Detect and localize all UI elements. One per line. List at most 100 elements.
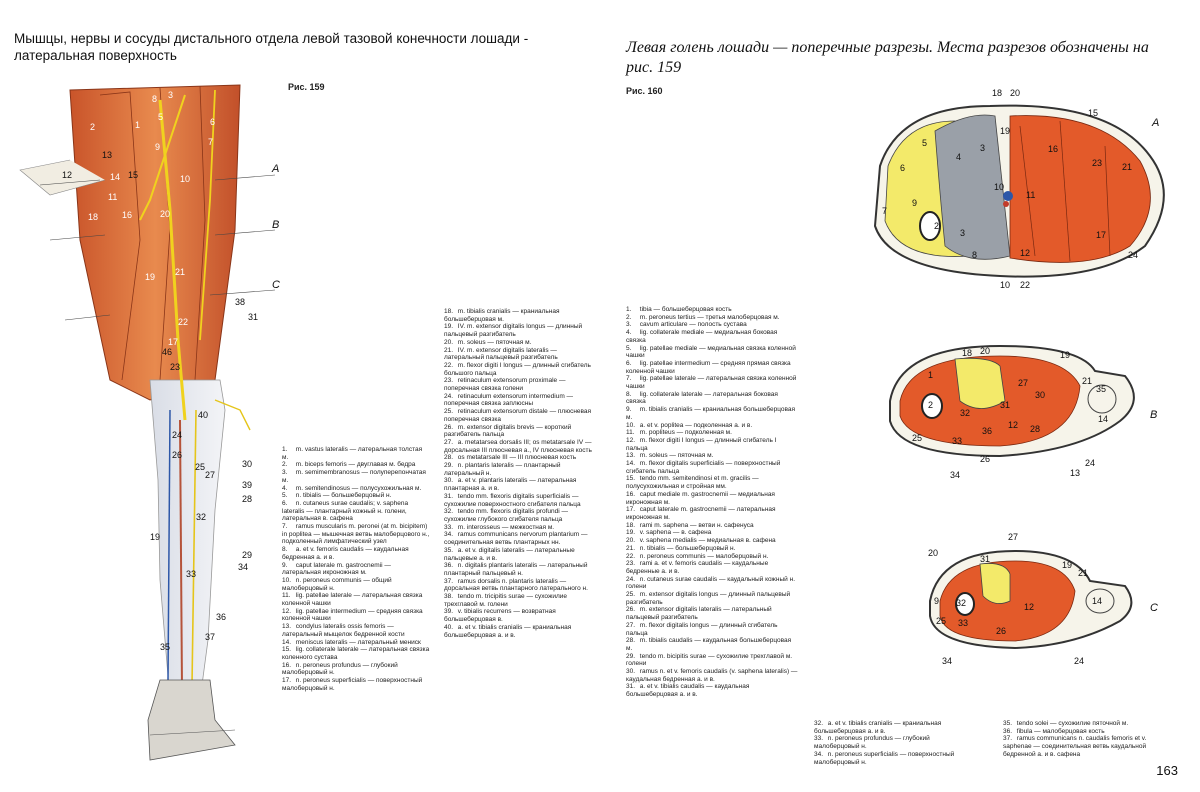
legend-item: 35. tendo solei — сухожилие пяточной м. (1003, 720, 1173, 728)
legend-item: 23. retinaculum extensorum proximale — п… (444, 377, 596, 392)
legend-item-text: ramus communicans nervorum plantarium — … (444, 531, 588, 546)
figure-number-label: 32 (196, 512, 206, 522)
figure-number-label: 21 (1122, 162, 1132, 172)
legend-item-text: n. peroneus profundus — глубокий малобер… (814, 735, 930, 750)
legend-item-text: condylus lateralis ossis femoris — латер… (282, 623, 405, 638)
legend-item-number: 1. (282, 446, 294, 454)
legend-item: 13. condylus lateralis ossis femoris — л… (282, 623, 430, 638)
legend-column-1: 1. m. vastus lateralis — латеральная тол… (282, 446, 430, 693)
legend-item: 29. n. plantaris lateralis — плантарный … (444, 462, 596, 477)
figure-number-label: 27 (1018, 378, 1028, 388)
legend-item: 34. ramus communicans nervorum plantariu… (444, 531, 596, 546)
legend-item-text: retinaculum extensorum distale — плюснев… (444, 408, 591, 423)
legend-item-text: tibia — большеберцовая кость (638, 306, 732, 313)
legend-item: 3. m. semimembranosus — полуперепончатая… (282, 469, 430, 484)
legend-item-number: 5. (282, 492, 294, 500)
legend-item-text: tendo solei — сухожилие пяточной м. (1015, 720, 1128, 727)
legend-item: 7. lig. patellae laterale — латеральная … (626, 375, 798, 390)
figure-number-label: 26 (980, 454, 990, 464)
legend-item-text: m. flexor digiti I longus — длинный сгиб… (444, 362, 591, 377)
legend-item: 10. n. peroneus communis — общий малобер… (282, 577, 430, 592)
legend-item: 5. n. tibialis — большеберцовый н. (282, 492, 430, 500)
figure-number-label: 3 (168, 90, 173, 100)
figure-number-label: 29 (242, 550, 252, 560)
legend-item: 39. v. tibialis recurrens — возвратная б… (444, 608, 596, 623)
figure-number-label: 26 (172, 450, 182, 460)
legend-item: 2. m. biceps femoris — двуглавая м. бедр… (282, 461, 430, 469)
legend-item-number: 30. (444, 477, 456, 485)
figure-number-label: 34 (950, 470, 960, 480)
legend-item-number: 38. (444, 593, 456, 601)
legend-item-number: 37. (1003, 735, 1015, 743)
legend-item-number: 40. (444, 624, 456, 632)
legend-item: 22. m. flexor digiti I longus — длинный … (444, 362, 596, 377)
figure-number-label: 15 (128, 170, 138, 180)
figure-number-label: 30 (1035, 390, 1045, 400)
figure-number-label: 33 (952, 436, 962, 446)
legend-item-text: a. et v. tibialis cranialis — краниальна… (814, 720, 941, 735)
legend-item-number: 24. (444, 393, 456, 401)
legend-item-text: caput mediale m. gastrocnemii — медиальн… (626, 491, 775, 506)
figure-number-label: 9 (934, 596, 939, 606)
legend-item-text: m. vastus lateralis — латеральная толста… (282, 446, 422, 461)
figure-number-label: 9 (912, 198, 917, 208)
legend-item: 14. m. flexor digitalis superficialis — … (626, 460, 798, 475)
legend-item-text: caput laterale m. gastrocnemii — латерал… (626, 506, 776, 521)
section-marker-b: B (272, 219, 279, 231)
legend-item: 35. a. et v. digitalis lateralis — латер… (444, 547, 596, 562)
legend-item: 11. m. popliteus — подколенная м. (626, 429, 798, 437)
legend-item-number: 34. (444, 531, 456, 539)
legend-item-text: ramus dorsalis n. plantaris lateralis — … (444, 578, 588, 593)
legend-item-number: 5. (626, 345, 638, 353)
legend-item-text: m. tibialis caudalis — каудальная больше… (626, 637, 791, 652)
legend-column-3: 1. tibia — большеберцовая кость2. m. per… (626, 306, 798, 699)
legend-item-number: 27. (444, 439, 456, 447)
legend-item-number: 36. (444, 562, 456, 570)
legend-item: 8. a. et v. femoris caudalis — каудальна… (282, 546, 430, 561)
figure-number-label: 21 (1082, 376, 1092, 386)
figure-number-label: 23 (170, 362, 180, 372)
legend-item-text: m. extensor digitalis lateralis — латера… (626, 606, 772, 621)
legend-item: 19. IV. m. extensor digitalis longus — д… (444, 323, 596, 338)
legend-item: 10. a. et v. poplitea — подколенная а. и… (626, 422, 798, 430)
legend-item-text: n. tibialis — большеберцовый н. (294, 492, 391, 499)
legend-item-text: a. et v. poplitea — подколенная а. и в. (638, 422, 752, 429)
legend-item-text: lig. collaterale laterale — латеральная … (626, 391, 778, 406)
legend-item-text: m. soleus — пяточная м. (456, 339, 531, 346)
legend-item-number: 21. (626, 545, 638, 553)
legend-item-text: IV. m. extensor digitalis lateralis — ла… (444, 347, 558, 362)
legend-item: 17. n. peroneus superficialis — поверхно… (282, 677, 430, 692)
legend-item-text: lig. patellae intermedium — средняя прям… (626, 360, 791, 375)
figure-number-label: 25 (936, 616, 946, 626)
figure-number-label: 22 (1020, 280, 1030, 290)
figure-number-label: 18 (992, 88, 1002, 98)
legend-item: 33. m. interosseus — межкостная м. (444, 524, 596, 532)
legend-item: 16. caput mediale m. gastrocnemii — меди… (626, 491, 798, 506)
legend-item-number: 22. (444, 362, 456, 370)
figure-number-label: 34 (238, 562, 248, 572)
legend-item: 18. m. tibialis cranialis — краниальная … (444, 308, 596, 323)
figure-number-label: 40 (198, 410, 208, 420)
legend-item-text: ramus communicans n. caudalis femoris et… (1003, 735, 1146, 757)
figure-number-label: 14 (1092, 596, 1102, 606)
legend-item-text: retinaculum extensorum proximale — попер… (444, 377, 565, 392)
figure-number-label: 17 (1096, 230, 1106, 240)
legend-item-number: 29. (444, 462, 456, 470)
figure-number-label: 28 (1030, 424, 1040, 434)
legend-item-text: lig. collaterale mediale — медиальная бо… (626, 329, 777, 344)
figure-number-label: 14 (1098, 414, 1108, 424)
figure-number-label: 38 (235, 297, 245, 307)
legend-item: 28. m. tibialis caudalis — каудальная бо… (626, 637, 798, 652)
legend-item-text: v. saphena — в. сафена (638, 529, 711, 536)
figure-number-label: 17 (168, 337, 178, 347)
figure-number-label: 13 (1070, 468, 1080, 478)
figure-number-label: 6 (210, 117, 215, 127)
section-b-letter: B (1150, 409, 1157, 421)
legend-item-text: n. peroneus superficialis — поверхностны… (814, 751, 954, 766)
legend-item-text: n. cutaneus surae caudalis; v. saphena l… (282, 500, 408, 522)
legend-item-number: 9. (282, 562, 294, 570)
legend-item-text: m. tibialis cranialis — краниальная боль… (444, 308, 559, 323)
figure-number-label: 24 (172, 430, 182, 440)
legend-item-text: m. biceps femoris — двуглавая м. бедра (294, 461, 415, 468)
figure-number-label: 10 (180, 174, 190, 184)
